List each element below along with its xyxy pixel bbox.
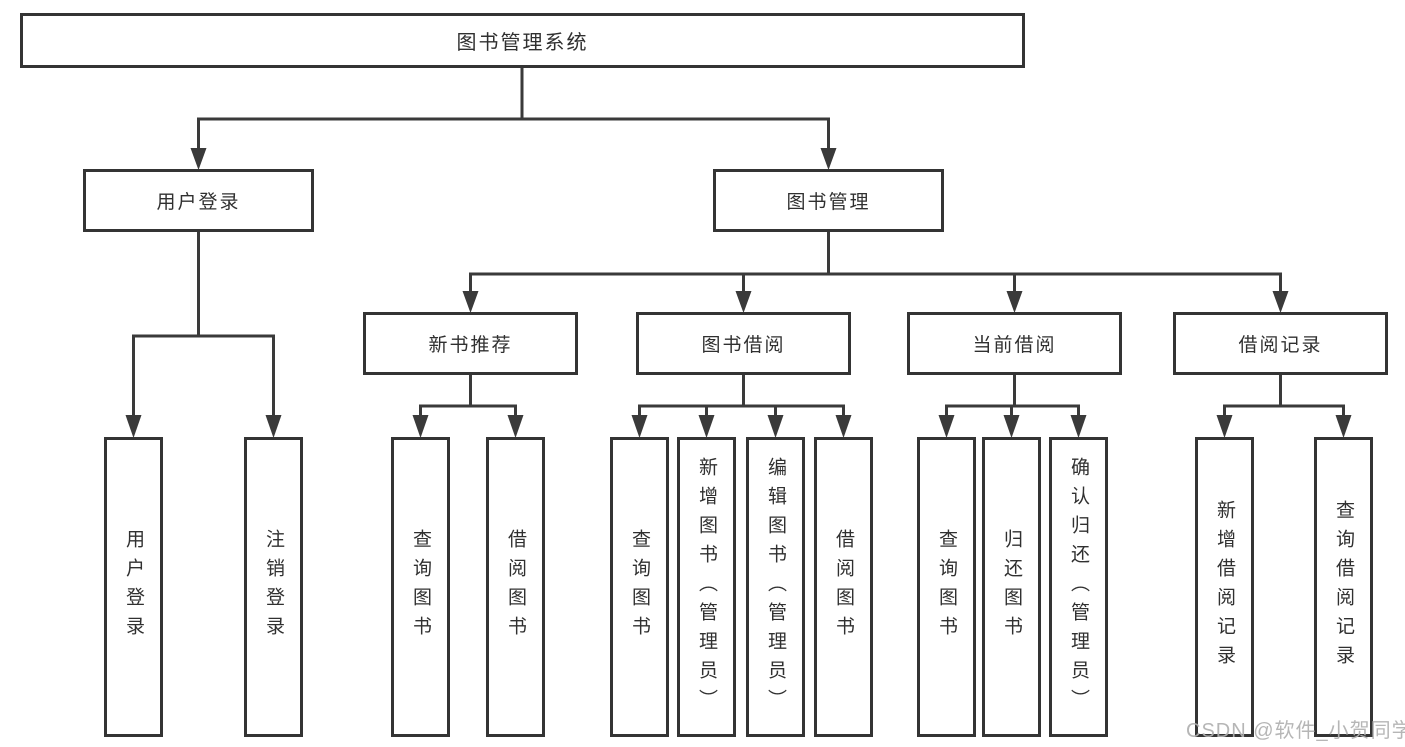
leaf-borrow-books: 借阅图书 bbox=[814, 437, 873, 737]
leaf-query-books-recommend-label: 查询图书 bbox=[410, 529, 431, 645]
leaf-add-borrow-record: 新增借阅记录 bbox=[1195, 437, 1254, 737]
connector-user-login-children bbox=[125, 230, 282, 438]
leaf-borrow-books-recommend-label: 借阅图书 bbox=[505, 529, 526, 645]
leaf-return-books-label: 归还图书 bbox=[1001, 529, 1022, 645]
node-new-book-recommend: 新书推荐 bbox=[363, 312, 578, 375]
connector-root-to-level2 bbox=[190, 66, 837, 170]
leaf-logout: 注销登录 bbox=[244, 437, 303, 737]
leaf-query-books-borrowing-label: 查询图书 bbox=[629, 529, 650, 645]
node-current-borrowing: 当前借阅 bbox=[907, 312, 1122, 375]
node-current-borrowing-label: 当前借阅 bbox=[972, 335, 1057, 356]
leaf-query-books-recommend: 查询图书 bbox=[391, 437, 450, 737]
connector-new-book-recommend-children bbox=[412, 373, 524, 438]
node-library-system-label: 图书管理系统 bbox=[456, 32, 589, 54]
leaf-add-borrow-record-label: 新增借阅记录 bbox=[1214, 500, 1235, 674]
leaf-query-borrow-record-label: 查询借阅记录 bbox=[1333, 500, 1354, 674]
connector-current-borrowing-children bbox=[938, 373, 1087, 438]
leaf-logout-label: 注销登录 bbox=[263, 529, 284, 645]
leaf-borrow-books-label: 借阅图书 bbox=[833, 529, 854, 645]
node-borrowing-records: 借阅记录 bbox=[1173, 312, 1388, 375]
csdn-watermark: CSDN @软件_小贺同学 bbox=[1186, 720, 1405, 742]
node-book-management-label: 图书管理 bbox=[786, 192, 871, 213]
leaf-edit-books-admin: 编辑图书（管理员） bbox=[746, 437, 805, 737]
leaf-user-login-label: 用户登录 bbox=[123, 529, 144, 645]
node-book-borrowing-label: 图书借阅 bbox=[701, 335, 786, 356]
node-new-book-recommend-label: 新书推荐 bbox=[428, 335, 513, 356]
leaf-add-books-admin-label: 新增图书（管理员） bbox=[696, 456, 717, 718]
connector-borrowing-records-children bbox=[1216, 373, 1352, 438]
node-user-login: 用户登录 bbox=[83, 169, 314, 232]
node-book-borrowing: 图书借阅 bbox=[636, 312, 851, 375]
leaf-query-books-current: 查询图书 bbox=[917, 437, 976, 737]
leaf-add-books-admin: 新增图书（管理员） bbox=[677, 437, 736, 737]
leaf-confirm-return-admin: 确认归还（管理员） bbox=[1049, 437, 1108, 737]
leaf-query-books-borrowing: 查询图书 bbox=[610, 437, 669, 737]
leaf-query-borrow-record: 查询借阅记录 bbox=[1314, 437, 1373, 737]
leaf-edit-books-admin-label: 编辑图书（管理员） bbox=[765, 456, 786, 718]
connector-book-management-to-level3 bbox=[462, 230, 1289, 313]
node-book-management: 图书管理 bbox=[713, 169, 944, 232]
leaf-borrow-books-recommend: 借阅图书 bbox=[486, 437, 545, 737]
connector-book-borrowing-children bbox=[631, 373, 852, 438]
leaf-confirm-return-admin-label: 确认归还（管理员） bbox=[1068, 456, 1089, 718]
leaf-return-books: 归还图书 bbox=[982, 437, 1041, 737]
node-user-login-label: 用户登录 bbox=[156, 192, 241, 213]
node-library-system: 图书管理系统 bbox=[20, 13, 1025, 68]
leaf-user-login: 用户登录 bbox=[104, 437, 163, 737]
node-borrowing-records-label: 借阅记录 bbox=[1238, 335, 1323, 356]
leaf-query-books-current-label: 查询图书 bbox=[936, 529, 957, 645]
